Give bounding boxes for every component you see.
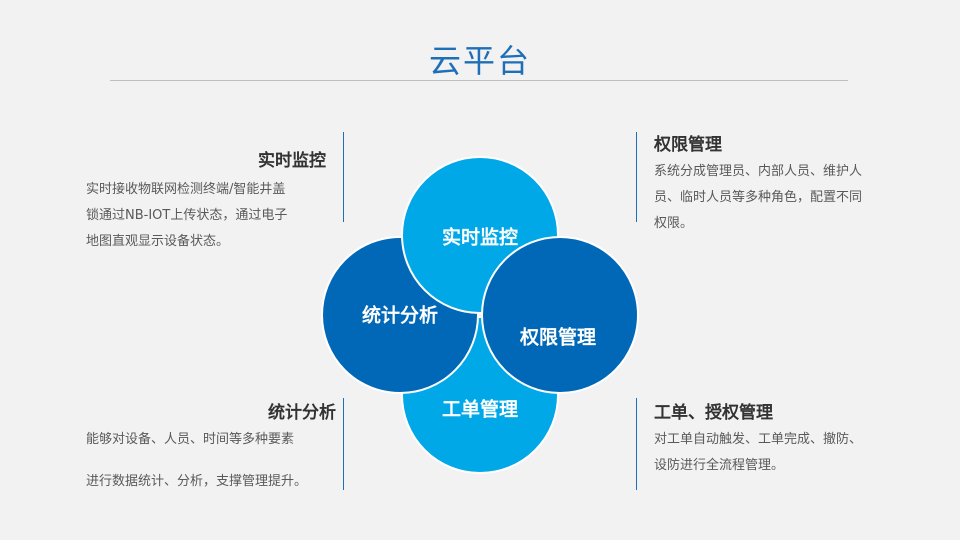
- workorder-line-2: 设防进行全流程管理。: [654, 458, 785, 473]
- statistics-line-2: 进行数据统计、分析，支撑管理提升。: [86, 474, 308, 489]
- permission-line-3: 权限。: [654, 216, 694, 231]
- permission-line-1: 系统分成管理员、内部人员、维护人: [654, 164, 863, 179]
- label-workorder: 工单管理: [442, 398, 518, 421]
- realtime-block: 实时监控 实时接收物联网检测终端/智能井盖 锁通过NB-IOT上传状态，通过电子…: [86, 146, 326, 255]
- divider-line-realtime: [343, 132, 344, 222]
- permission-heading: 权限管理: [654, 135, 722, 155]
- title-divider: [110, 80, 848, 81]
- label-permission: 权限管理: [519, 326, 596, 349]
- label-realtime: 实时监控: [442, 226, 518, 249]
- realtime-heading: 实时监控: [258, 151, 326, 171]
- permission-block: 权限管理 系统分成管理员、内部人员、维护人 员、临时人员等多种角色，配置不同 权…: [654, 130, 894, 237]
- permission-line-2: 员、临时人员等多种角色，配置不同: [654, 190, 863, 205]
- divider-line-permission: [636, 132, 637, 222]
- divider-line-workorder: [636, 398, 637, 490]
- four-circle-diagram: 实时监控 统计分析 权限管理 工单管理: [321, 156, 639, 474]
- realtime-line-1: 实时接收物联网检测终端/智能井盖: [86, 182, 286, 197]
- workorder-line-1: 对工单自动触发、工单完成、撤防、: [654, 432, 863, 447]
- statistics-heading: 统计分析: [268, 403, 336, 423]
- realtime-line-3: 地图直观显示设备状态。: [86, 234, 230, 249]
- circle-permission: [481, 236, 639, 394]
- label-statistics: 统计分析: [362, 304, 438, 327]
- workorder-block: 工单、授权管理 对工单自动触发、工单完成、撤防、 设防进行全流程管理。: [654, 398, 904, 479]
- realtime-line-2: 锁通过NB-IOT上传状态，通过电子: [86, 208, 288, 223]
- workorder-heading: 工单、授权管理: [654, 403, 773, 423]
- page-title: 云平台: [428, 42, 531, 80]
- statistics-line-1: 能够对设备、人员、时间等多种要素: [86, 432, 295, 447]
- statistics-block: 统计分析 能够对设备、人员、时间等多种要素 进行数据统计、分析，支撑管理提升。: [86, 398, 336, 495]
- divider-line-statistics: [343, 398, 344, 490]
